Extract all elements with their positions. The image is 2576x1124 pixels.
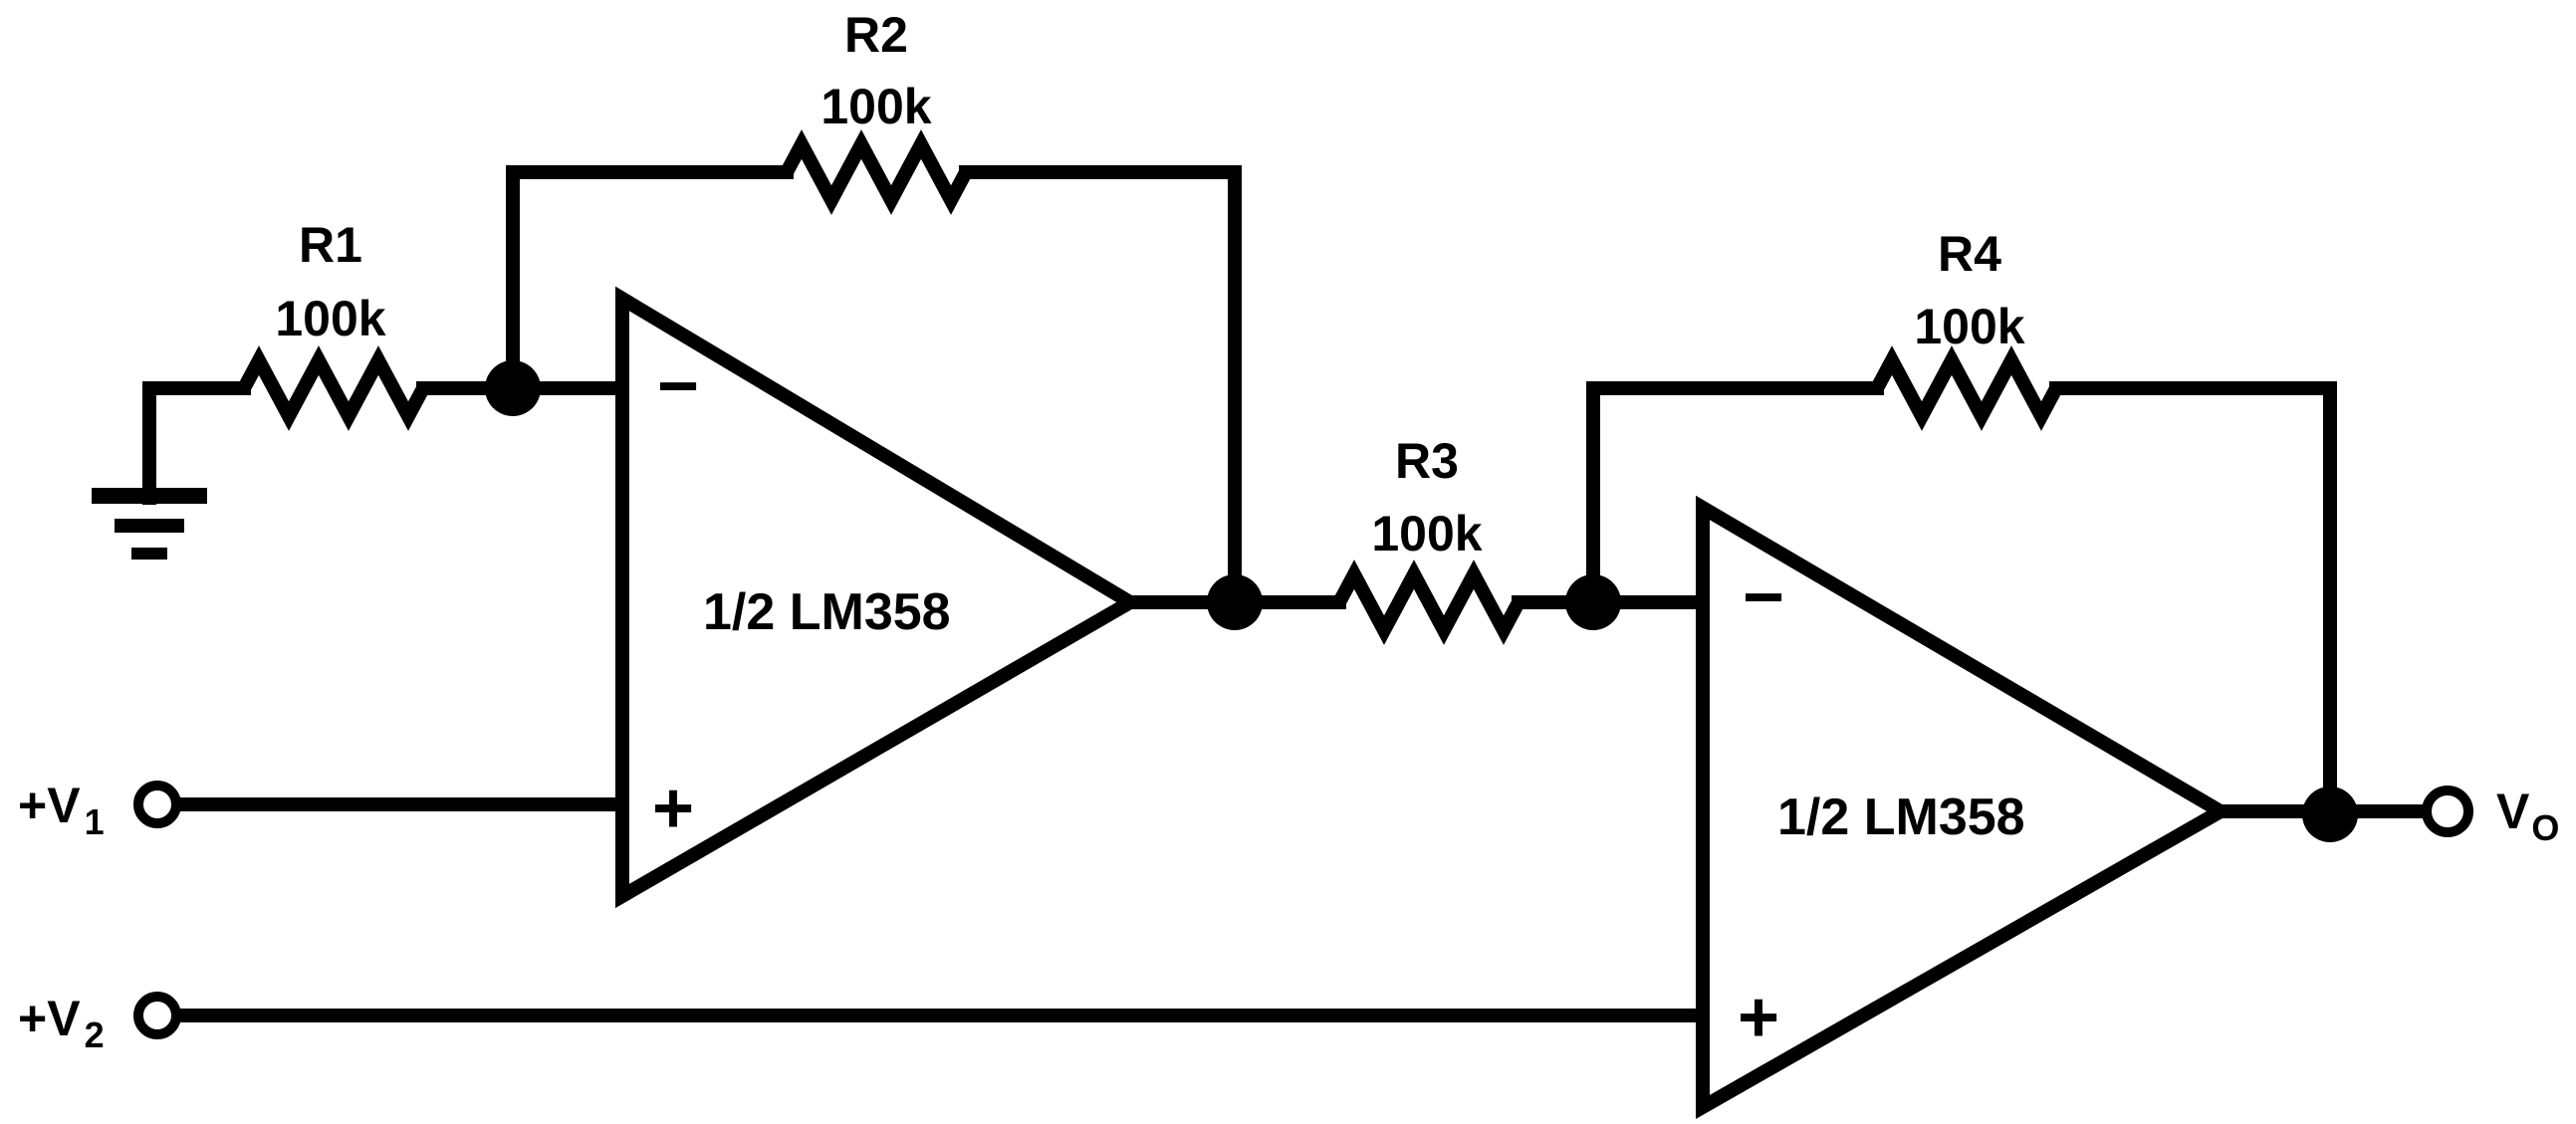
resistor-r4 [1870, 345, 2063, 431]
junction-node-4 [2302, 787, 2358, 842]
resistor-r1 [237, 345, 430, 431]
r1-name-label: R1 [299, 217, 362, 273]
label-v2-subscript: 2 [85, 1014, 105, 1055]
label-v1-prefix: +V [18, 778, 81, 833]
opamp-2-triangle [1696, 495, 2234, 1120]
r2-value-label: 100k [820, 79, 931, 134]
opamp-2-label: 1/2 LM358 [1777, 788, 2025, 846]
r2-feedback-wire-right [959, 165, 1242, 609]
junction-node-3 [1565, 574, 1621, 630]
resistor-r2 [780, 129, 973, 215]
terminal-v2 [133, 992, 181, 1039]
r3-value-label: 100k [1371, 506, 1482, 562]
ground-to-r1-wire [142, 381, 251, 505]
opamp-1-inverting-sign: − [657, 346, 699, 426]
label-vo-prefix: V [2496, 784, 2530, 839]
terminal-vo [2422, 786, 2473, 837]
r1-value-label: 100k [275, 291, 385, 346]
junction-node-2 [1207, 574, 1263, 630]
r2-feedback-wire-left [506, 165, 794, 395]
label-v2-prefix: +V [18, 991, 81, 1046]
label-vo: VO [2496, 784, 2559, 848]
r4-feedback-wire-right [2049, 381, 2337, 821]
r3-name-label: R3 [1395, 433, 1459, 489]
resistor-r3 [1332, 560, 1525, 645]
opamp-2-noninverting-sign: + [1738, 978, 1779, 1057]
opamp-1-triangle [615, 286, 1144, 909]
r2-name-label: R2 [844, 7, 908, 63]
opamp-2-inverting-sign: − [1743, 558, 1784, 637]
opamp-1-noninverting-sign: + [652, 769, 694, 848]
terminal-v1 [133, 781, 181, 828]
opamp-1-label: 1/2 LM358 [703, 583, 951, 641]
ground-symbol [92, 488, 207, 560]
r4-value-label: 100k [1914, 299, 2024, 354]
label-v1-subscript: 1 [85, 801, 105, 842]
label-vo-subscript: O [2531, 807, 2559, 848]
junction-node-1 [485, 360, 541, 416]
r4-feedback-wire-left [1586, 381, 1884, 609]
r4-name-label: R4 [1938, 226, 2001, 282]
